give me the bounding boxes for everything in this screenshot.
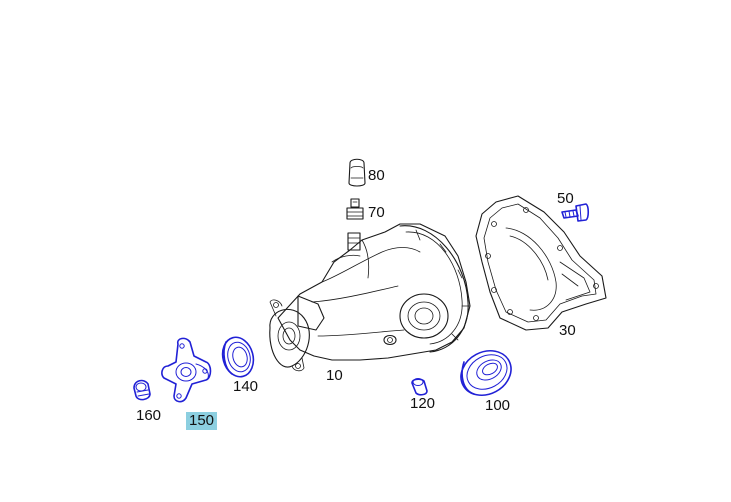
sleeve-icon[interactable] (411, 378, 428, 396)
cap-icon[interactable] (348, 158, 366, 187)
part-label-120[interactable]: 120 (410, 395, 436, 412)
part-label-30[interactable]: 30 (559, 322, 576, 339)
part-label-100[interactable]: 100 (485, 397, 511, 414)
bolt-icon[interactable] (561, 203, 590, 222)
part-label-160[interactable]: 160 (136, 407, 162, 424)
part-label-80[interactable]: 80 (368, 167, 385, 184)
part-label-10[interactable]: 10 (326, 367, 343, 384)
part-label-70[interactable]: 70 (368, 204, 385, 221)
differential-housing-icon[interactable] (269, 223, 471, 372)
cover-gasket-icon[interactable] (475, 195, 607, 331)
radial-seal-icon[interactable] (453, 342, 519, 403)
collar-nut-icon[interactable] (133, 379, 151, 401)
breather-valve-icon[interactable] (346, 198, 364, 220)
part-label-140[interactable]: 140 (233, 378, 259, 395)
part-label-150-selected[interactable]: 150 (186, 412, 218, 430)
part-label-50[interactable]: 50 (557, 190, 574, 207)
shaft-seal-icon[interactable] (218, 334, 257, 380)
drive-flange-icon[interactable] (161, 337, 212, 403)
